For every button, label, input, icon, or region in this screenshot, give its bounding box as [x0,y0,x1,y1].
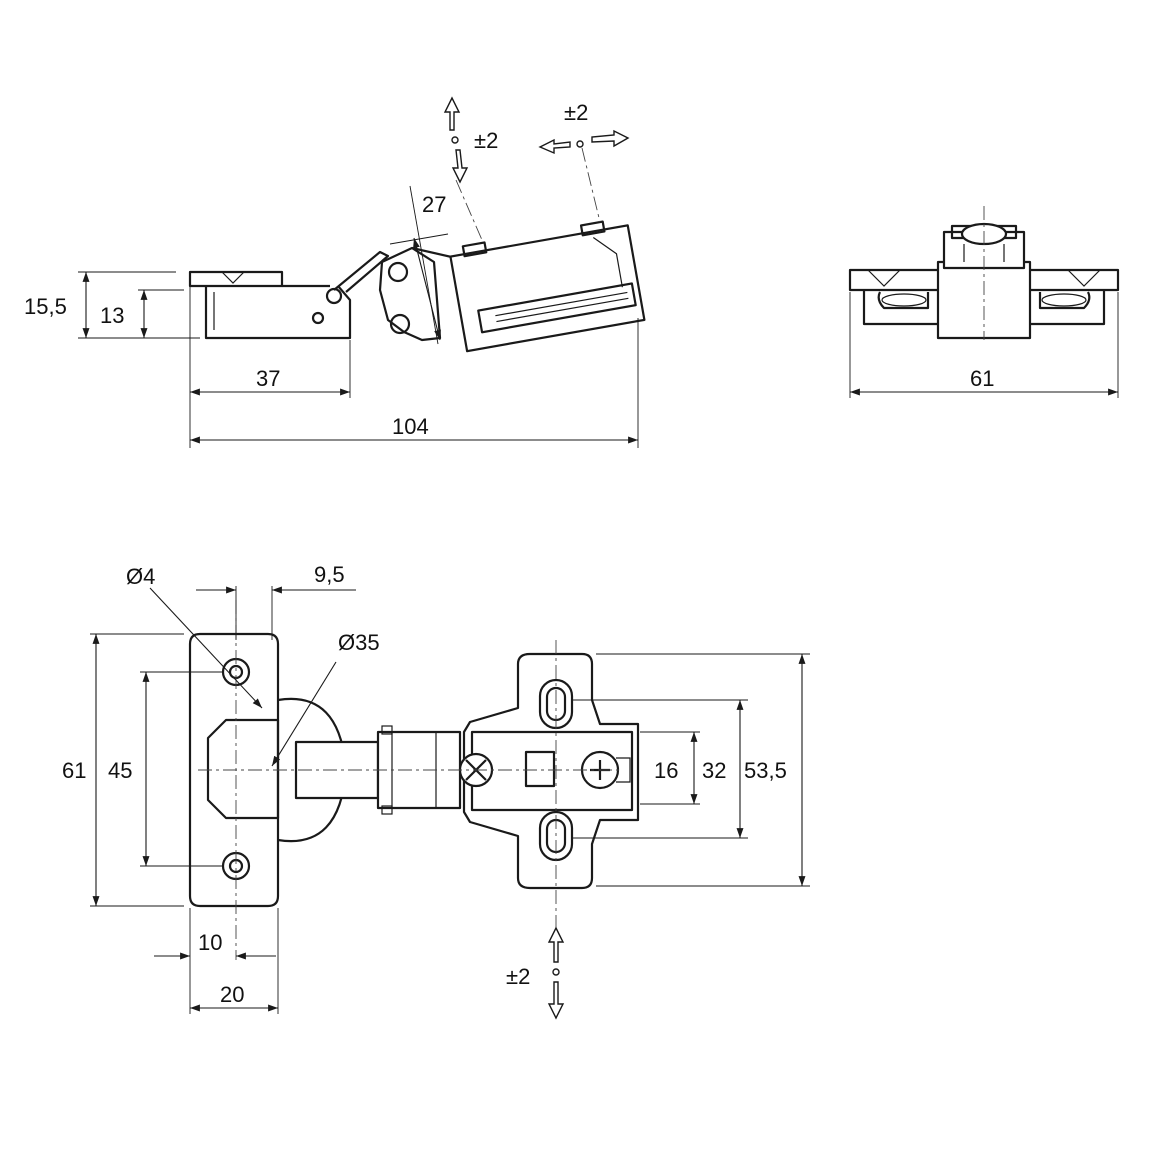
depth-adjust-label: ±2 [506,964,530,989]
dim-plate-height: 53,5 [744,758,787,783]
side-hinge-arm [333,246,457,342]
dim-end-width: 61 [970,366,994,391]
dim-overall-length: 104 [392,414,429,439]
horizontal-adjust-arrows: ±2 [538,100,630,155]
dim-plate-length: 37 [256,366,280,391]
dim-hole-offset: 9,5 [314,562,345,587]
dim-hole-spacing: 45 [108,758,132,783]
dim-overall-height: 15,5 [24,294,67,319]
dim-cup-dia: Ø35 [338,630,380,655]
dim-cup-width: 20 [220,982,244,1007]
vertical-adjust-label: ±2 [474,128,498,153]
depth-adjust-arrows: ±2 [506,926,565,1020]
vertical-adjust-arrows: ±2 [443,96,498,184]
horizontal-adjust-label: ±2 [564,100,588,125]
dim-hole-edge: 10 [198,930,222,955]
plan-view: ±2 Ø4 9,5 Ø35 61 45 10 20 [62,562,810,1020]
dim-slot-spacing: 32 [702,758,726,783]
dim-cup-offset: 27 [422,192,446,217]
side-view: ±2 ±2 15,5 13 27 37 104 [24,96,646,448]
dim-cup-height: 61 [62,758,86,783]
dim-screw-hole-dia: Ø4 [126,564,155,589]
plan-mounting-plate [458,652,640,890]
end-view: 61 [848,206,1120,398]
side-hinge-cup [449,220,646,353]
dim-plate-height: 13 [100,303,124,328]
dim-slot-small: 16 [654,758,678,783]
side-mounting-plate [188,270,352,340]
